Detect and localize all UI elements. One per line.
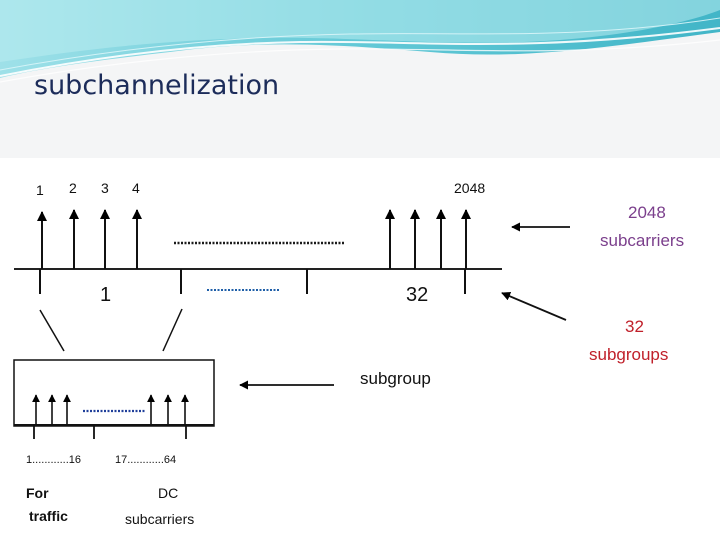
subcarriers-callout-word: subcarriers bbox=[600, 231, 684, 250]
subcarriers-callout-count: 2048 bbox=[628, 203, 666, 222]
slide-title: subchannelization bbox=[34, 70, 280, 101]
subgroups-callout-word: subgroups bbox=[589, 345, 668, 364]
header-band: subchannelization bbox=[0, 0, 720, 158]
subgroup-detail-box bbox=[13, 359, 215, 427]
subgroups-callout-count: 32 bbox=[625, 317, 644, 336]
zoom-line-right bbox=[162, 308, 183, 352]
detail-range-right: 17............64 bbox=[115, 454, 176, 466]
traffic-label-line2: traffic bbox=[29, 508, 68, 524]
carrier-label-4: 4 bbox=[132, 180, 140, 196]
header-wave-decoration bbox=[0, 0, 720, 83]
dc-label-line2: subcarriers bbox=[125, 511, 194, 527]
group-label-32: 32 bbox=[406, 284, 428, 306]
carrier-label-3: 3 bbox=[101, 180, 109, 196]
group-label-1: 1 bbox=[100, 284, 111, 306]
carrier-label-2048: 2048 bbox=[454, 180, 485, 196]
zoom-line-left bbox=[39, 309, 65, 352]
subgroup-callout-label: subgroup bbox=[360, 369, 431, 388]
detail-range-left: 1............16 bbox=[26, 454, 81, 466]
dc-label-line1: DC bbox=[158, 485, 178, 501]
traffic-label-line1: For bbox=[26, 485, 49, 501]
carrier-label-1: 1 bbox=[36, 182, 44, 198]
carrier-label-2: 2 bbox=[69, 180, 77, 196]
subgroups-callout-arrow bbox=[501, 292, 567, 321]
